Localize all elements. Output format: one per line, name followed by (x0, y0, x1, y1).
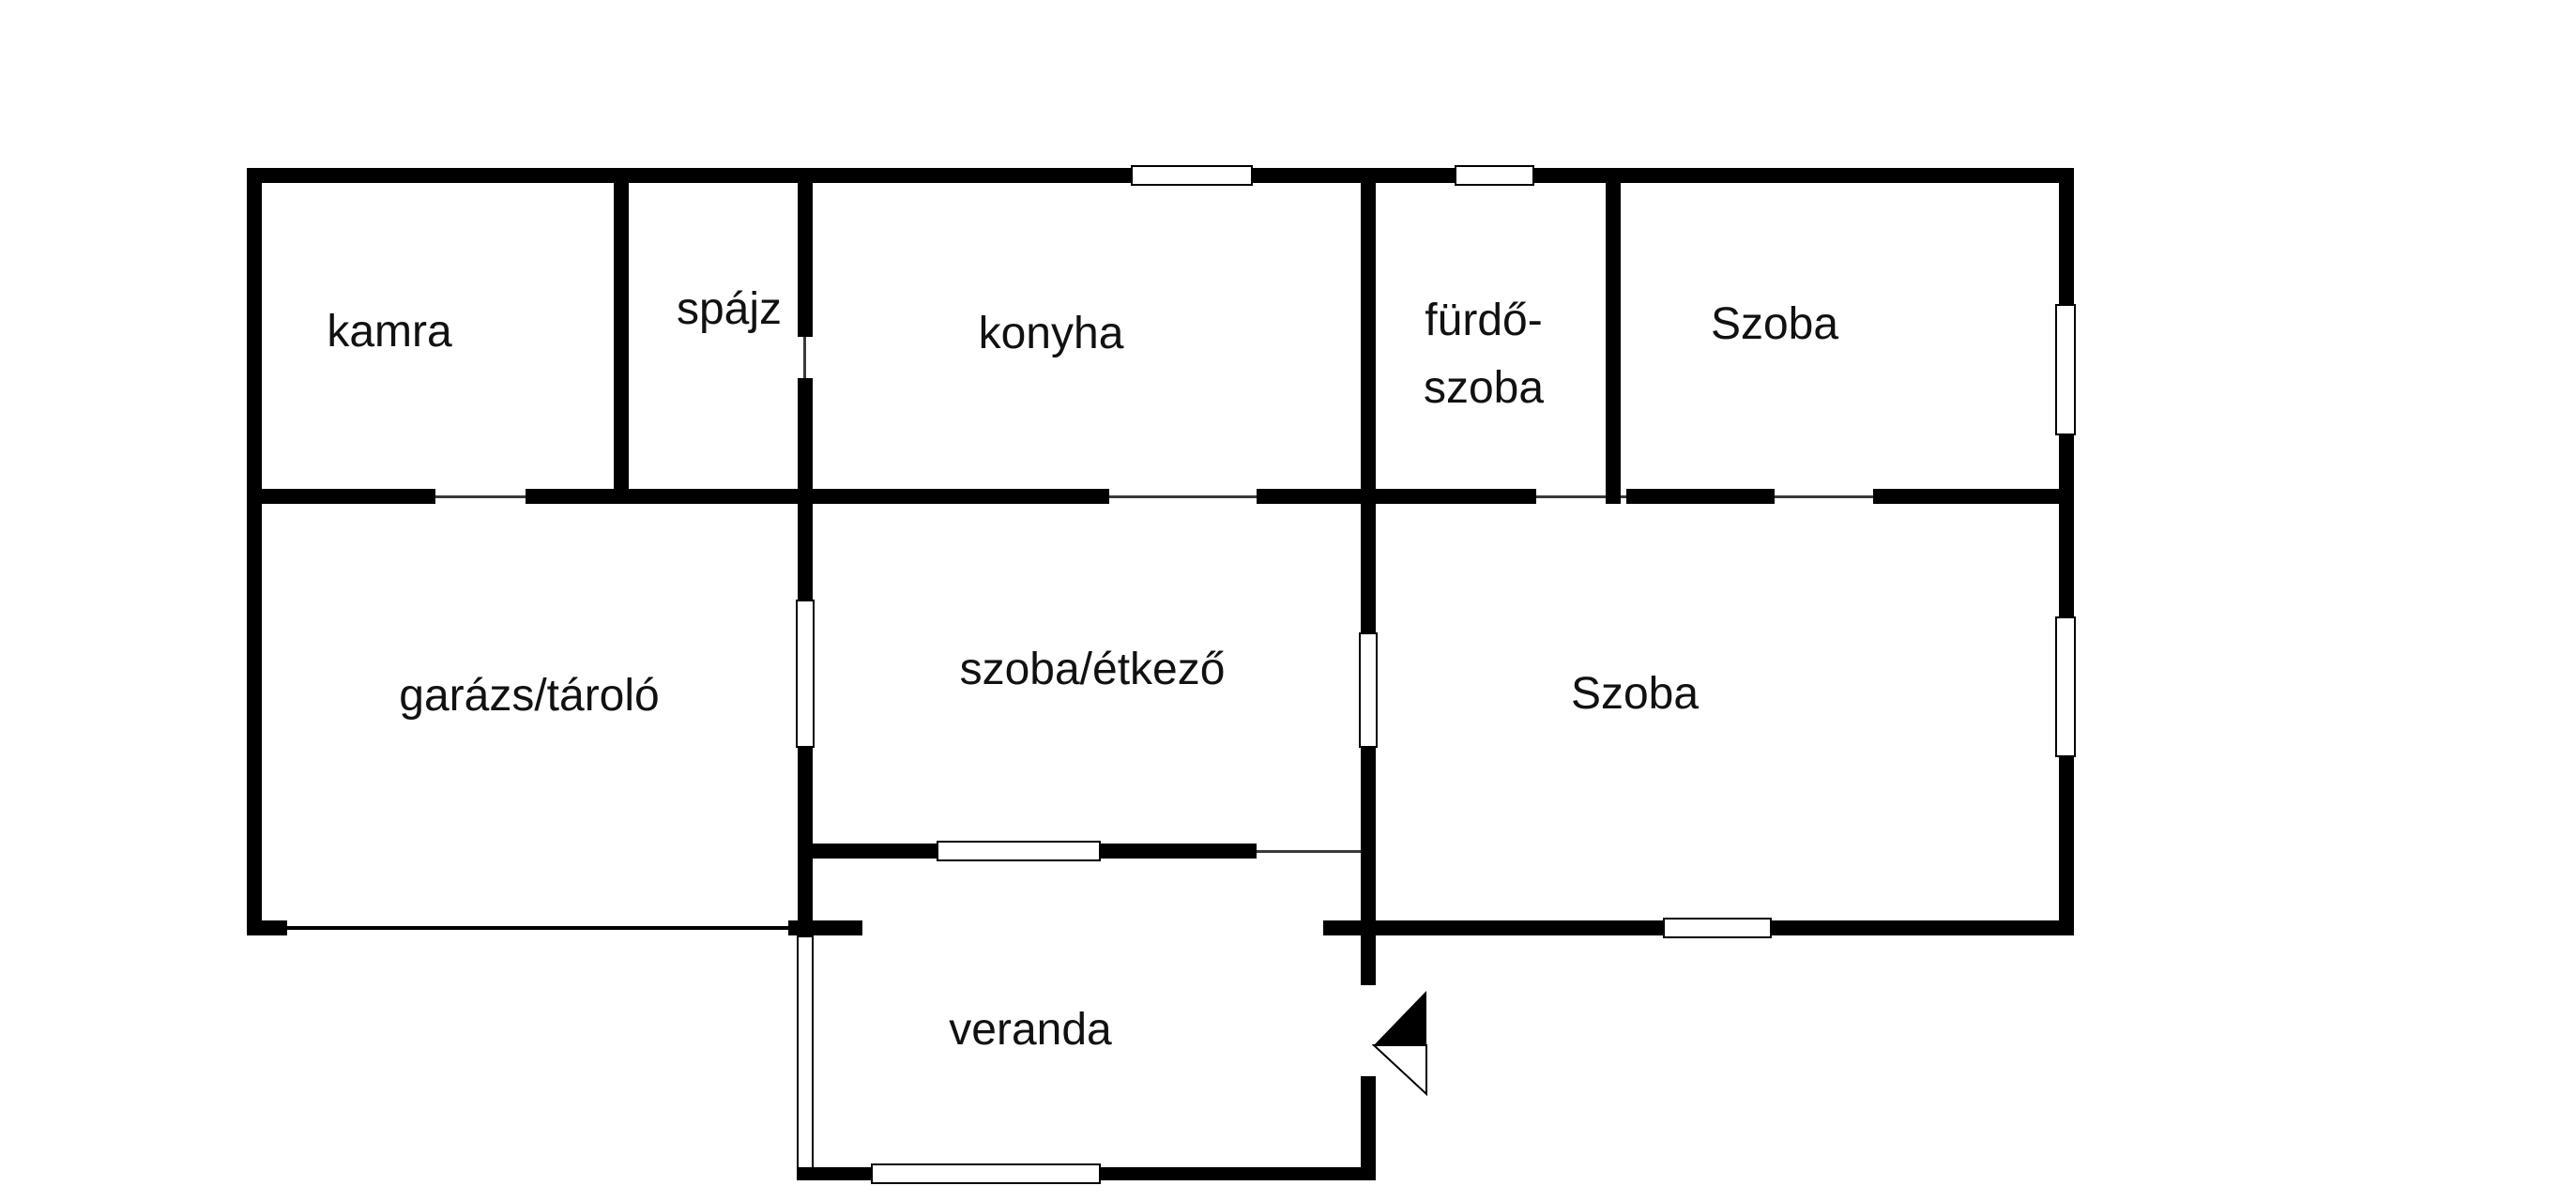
entrance-arrow-icon (1372, 991, 1427, 1097)
window-szoba-top-right (2055, 304, 2076, 435)
wall-furdo-szoba (1606, 168, 1621, 504)
room-label-spajz: spájz (676, 284, 783, 334)
room-label-furdoszoba: fürdő- szoba (1424, 287, 1544, 422)
veranda-right-wall-upper (1361, 935, 1376, 985)
wall-garazs-bottom-stub-left (247, 920, 287, 935)
doorline-etkezo-veranda (1257, 850, 1361, 853)
window-furdo-top (1455, 165, 1534, 186)
wall-spajz-konyha-lower (798, 378, 813, 504)
window-szoba-right (2055, 616, 2076, 757)
wall-left (247, 168, 262, 935)
room-label-kamra: kamra (327, 307, 452, 357)
wall-garazs-bottom-stub-right (788, 920, 862, 935)
doorline-garazs-kamra (435, 495, 526, 498)
room-label-furdoszoba-line2: szoba (1423, 363, 1545, 413)
room-label-veranda: veranda (949, 1005, 1112, 1055)
room-label-szoba-top: Szoba (1710, 299, 1839, 349)
wall-konyha-furdo (1361, 168, 1376, 504)
doorline-spajz-konyha (803, 337, 806, 378)
window-konyha-top (1131, 165, 1253, 186)
room-label-furdoszoba-line1: fürdő- (1425, 296, 1543, 345)
doorline-konyha-etkezo (1109, 495, 1257, 498)
wall-kamra-spajz (614, 168, 629, 504)
line-garazs-bottom (287, 926, 798, 930)
window-veranda-bottom (871, 1163, 1101, 1184)
veranda-left-window-wall (797, 935, 814, 1175)
wall-etkezo-bottom-1 (798, 844, 937, 859)
wall-middle-seg1 (247, 489, 435, 504)
room-label-konyha: konyha (978, 309, 1124, 358)
wall-spajz-konyha-upper (798, 168, 813, 337)
wall-right (2059, 168, 2074, 935)
room-label-garazs: garázs/tároló (399, 671, 660, 721)
wall-middle-seg2 (526, 489, 1109, 504)
wall-middle-seg3 (1257, 489, 1536, 504)
wall-middle-seg4 (1626, 489, 1775, 504)
room-label-etkezo: szoba/étkező (959, 645, 1226, 694)
doorline-szoba-szoba (1775, 495, 1873, 498)
veranda-right-wall-lower (1361, 1076, 1376, 1180)
window-etkezo-bottom (937, 841, 1101, 861)
window-szoba-bottom (1663, 918, 1772, 938)
window-etkezo-szoba (1359, 632, 1378, 748)
wall-etkezo-bottom-2 (1101, 844, 1257, 859)
room-label-szoba-right: Szoba (1570, 669, 1700, 719)
window-garazs-etkezo (796, 600, 815, 748)
wall-middle-seg5 (1873, 489, 2074, 504)
doorline-furdo-szoba (1536, 495, 1626, 498)
